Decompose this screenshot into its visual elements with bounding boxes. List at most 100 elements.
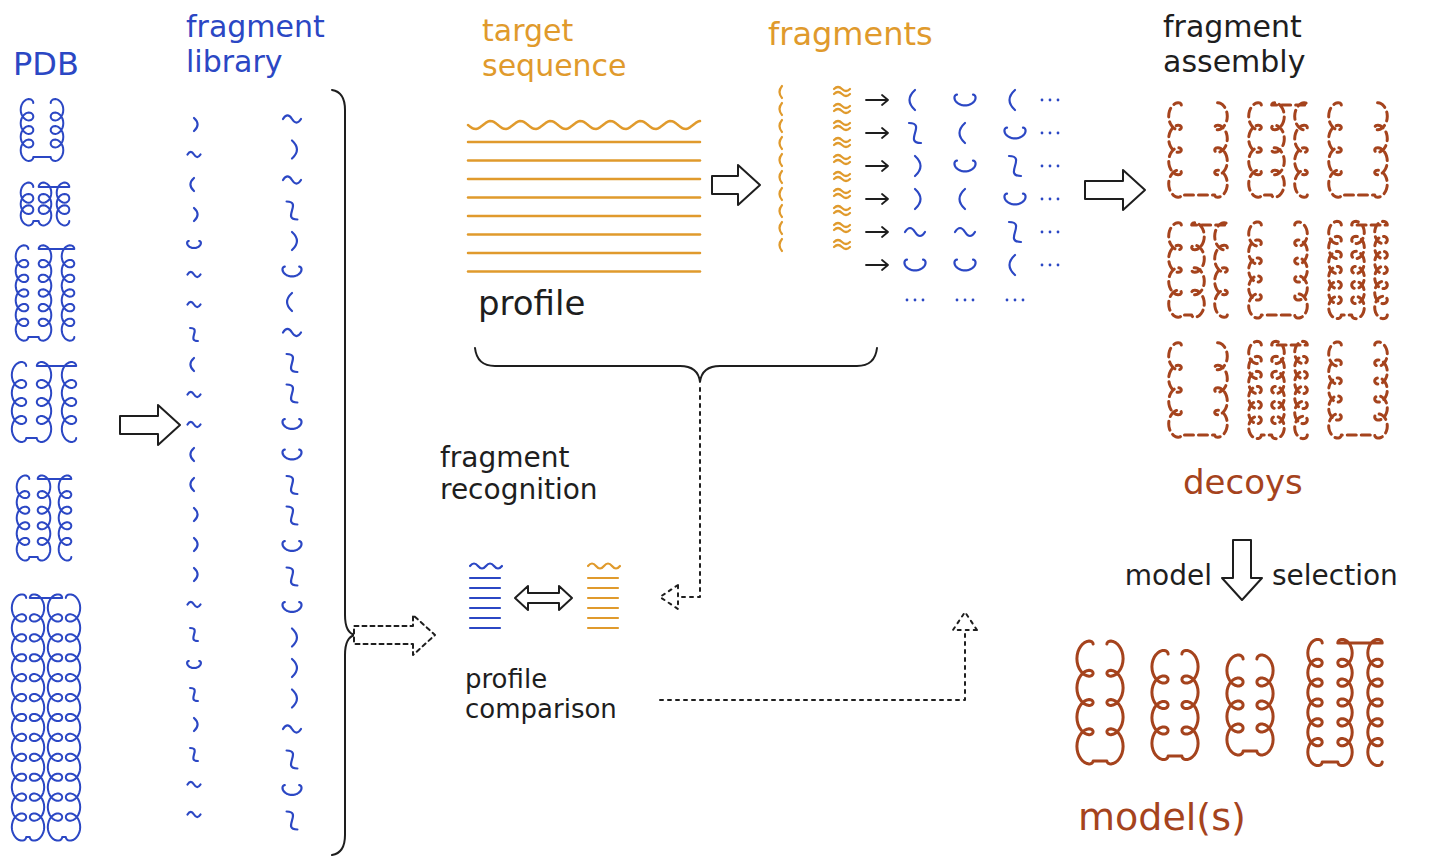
stage-label: fragment assembly [1163, 10, 1398, 79]
protein-structure [21, 183, 70, 226]
library-fragment [283, 725, 301, 732]
profile-line [468, 196, 700, 199]
profile-window [834, 155, 850, 164]
profile-window [834, 223, 850, 232]
ellipsis-dot [1057, 264, 1060, 267]
fragment-profile [470, 597, 500, 599]
library-fragment [188, 152, 201, 157]
sequence-window [780, 239, 783, 251]
library-fragment [190, 358, 194, 371]
sequence-window [780, 188, 783, 200]
decoy-structure [1249, 222, 1308, 318]
library-fragment [187, 241, 201, 248]
model-structure [1077, 641, 1123, 764]
fragment-profile [470, 607, 500, 609]
matched-fragment [954, 95, 975, 106]
stage-node: fragment library [180, 8, 354, 856]
library-fragment [190, 328, 198, 341]
stage-label: profile [478, 284, 585, 323]
target-profile [588, 617, 618, 619]
text-slot: profile comparison [465, 665, 655, 725]
decoy-structure [1169, 103, 1228, 198]
matched-fragment [960, 123, 966, 143]
ellipsis-dot [1049, 99, 1052, 102]
profile-window [834, 206, 850, 215]
library-fragment [292, 659, 297, 677]
text-slot: model(s) [1078, 796, 1338, 840]
matched-fragment [910, 90, 916, 110]
match-arrow [866, 227, 888, 237]
fragment-profile [470, 587, 500, 589]
target-profile [588, 597, 618, 599]
matched-fragment [904, 260, 925, 271]
flow-arrow [354, 615, 435, 655]
matched-fragment [960, 189, 966, 209]
matched-fragment [1004, 128, 1025, 139]
profile-window [834, 172, 850, 181]
ellipsis-dot [1041, 132, 1044, 135]
stage-label: fragments [768, 16, 933, 53]
matched-fragment [1010, 90, 1016, 110]
step-label: selection [1272, 560, 1398, 592]
matched-fragment [909, 123, 921, 143]
sequence-line [468, 121, 700, 129]
library-fragment [188, 782, 201, 787]
match-arrow [866, 161, 888, 171]
flow-arrow [1222, 540, 1262, 600]
ellipsis-dot [1022, 299, 1025, 302]
library-fragment [188, 272, 201, 277]
text-slot: target sequence [482, 14, 657, 83]
match-arrow [866, 128, 888, 138]
library-fragment [194, 508, 198, 521]
curly-brace [475, 348, 877, 382]
decoy-structure [1249, 103, 1308, 198]
matched-fragment [955, 228, 975, 236]
protein-structure [21, 99, 64, 161]
ellipsis-dot [1049, 132, 1052, 135]
protein-structure [17, 475, 72, 560]
fragment-profile [470, 577, 500, 579]
library-fragment [194, 718, 198, 731]
ellipsis-dot [914, 299, 917, 302]
ellipsis-dot [1057, 132, 1060, 135]
text-slot: fragment recognition [440, 442, 655, 506]
text-slot: model [1090, 560, 1212, 592]
decoy-structure [1249, 341, 1308, 438]
target-profile [588, 627, 618, 629]
sequence-window [780, 154, 783, 166]
flow-arrow [712, 165, 760, 205]
profile-line [468, 141, 700, 144]
library-fragment [194, 118, 198, 131]
library-fragment [283, 541, 302, 551]
text-slot: profile [478, 284, 678, 323]
ellipsis-dot [1057, 231, 1060, 234]
protein-structure [16, 245, 75, 340]
library-fragment [287, 507, 298, 525]
matched-fragment [1009, 222, 1021, 242]
library-fragment [283, 419, 302, 429]
library-fragment [287, 812, 298, 830]
library-fragment [292, 690, 297, 708]
stage-node: fragment assembly decoys [1145, 8, 1410, 540]
target-profile [588, 564, 620, 569]
text-slot: decoys [1183, 463, 1383, 502]
ellipsis-dot [1041, 264, 1044, 267]
profile-window [834, 104, 850, 113]
ellipsis-dot [1041, 99, 1044, 102]
matched-fragment [954, 260, 975, 271]
text-slot: selection [1272, 560, 1422, 592]
sequence-window [780, 103, 783, 115]
library-fragment [188, 302, 201, 307]
stage-node: fragment recognition profile comparison [435, 440, 660, 750]
matched-fragment [1009, 156, 1021, 176]
profile-window [834, 138, 850, 147]
ellipsis-dot [1049, 231, 1052, 234]
library-fragment [287, 354, 298, 372]
stage-node: fragments [760, 12, 1085, 612]
profile-window [834, 87, 850, 96]
flow-arrow [120, 405, 180, 445]
library-fragment [190, 478, 194, 491]
